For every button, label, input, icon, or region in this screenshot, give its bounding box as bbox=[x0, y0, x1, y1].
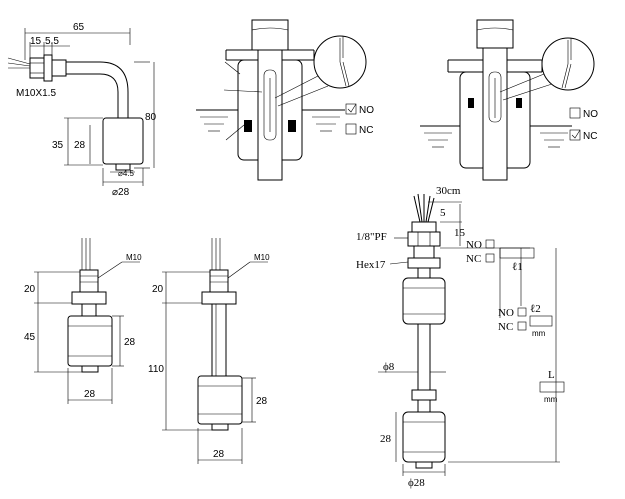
figure-multi-level: 30cm 5 15 1/8"PF Hex17 ϕ8 bbox=[356, 185, 565, 489]
rod-diameter: ϕ8 bbox=[383, 361, 395, 373]
figure-a-side-mount: 65 15 5.5 M10X1.5 80 35 28 bbox=[7, 22, 157, 198]
dim-dia-4-5: ⌀4.5 bbox=[118, 169, 134, 178]
nc-label: NC bbox=[359, 125, 373, 136]
figure-long-vertical: M10 20 110 28 28 bbox=[148, 238, 270, 464]
dim-28: 28 bbox=[380, 433, 392, 445]
dim-28-bottom: 28 bbox=[213, 449, 225, 460]
dim-28-bottom: 28 bbox=[84, 389, 96, 400]
no-label: NO bbox=[583, 109, 598, 120]
no-1: NO bbox=[466, 239, 482, 251]
l-unit: mm bbox=[544, 395, 558, 404]
dim-28: 28 bbox=[74, 140, 86, 151]
dim-5-5: 5.5 bbox=[45, 36, 59, 47]
dim-15: 15 bbox=[30, 36, 42, 47]
figure-nc-operation: NO NC bbox=[420, 19, 598, 181]
dim-28-side: 28 bbox=[256, 396, 268, 407]
dim-20: 20 bbox=[24, 284, 36, 295]
dim-dia-28: ⌀28 bbox=[112, 187, 130, 198]
dim-20: 20 bbox=[152, 284, 164, 295]
nc-1: NC bbox=[466, 253, 481, 265]
no-label: NO bbox=[359, 105, 374, 116]
hex-size: Hex17 bbox=[356, 259, 386, 271]
nc-2: NC bbox=[498, 321, 513, 333]
pf-thread: 1/8"PF bbox=[356, 231, 387, 243]
l1-label: ℓ1 bbox=[512, 261, 523, 273]
figure-short-vertical: M10 20 45 28 28 bbox=[24, 238, 142, 404]
thread-label: M10 bbox=[254, 253, 270, 262]
thread-label: M10 bbox=[126, 253, 142, 262]
no-2: NO bbox=[498, 307, 514, 319]
dim-5: 5 bbox=[440, 207, 446, 219]
float-diameter: ϕ28 bbox=[408, 477, 425, 489]
dim-45: 45 bbox=[24, 332, 36, 343]
dim-35: 35 bbox=[52, 140, 64, 151]
nc-label: NC bbox=[583, 131, 597, 142]
l2-label: ℓ2 bbox=[530, 303, 541, 315]
l-label: L bbox=[548, 369, 555, 381]
thread-label: M10X1.5 bbox=[16, 88, 56, 99]
dim-65: 65 bbox=[73, 22, 85, 33]
l2-unit: mm bbox=[532, 329, 546, 338]
cable-length: 30cm bbox=[436, 185, 461, 197]
figure-no-operation: NO NC bbox=[196, 19, 374, 181]
dim-28-side: 28 bbox=[124, 337, 136, 348]
dim-80: 80 bbox=[145, 112, 157, 123]
dim-110: 110 bbox=[148, 364, 164, 375]
